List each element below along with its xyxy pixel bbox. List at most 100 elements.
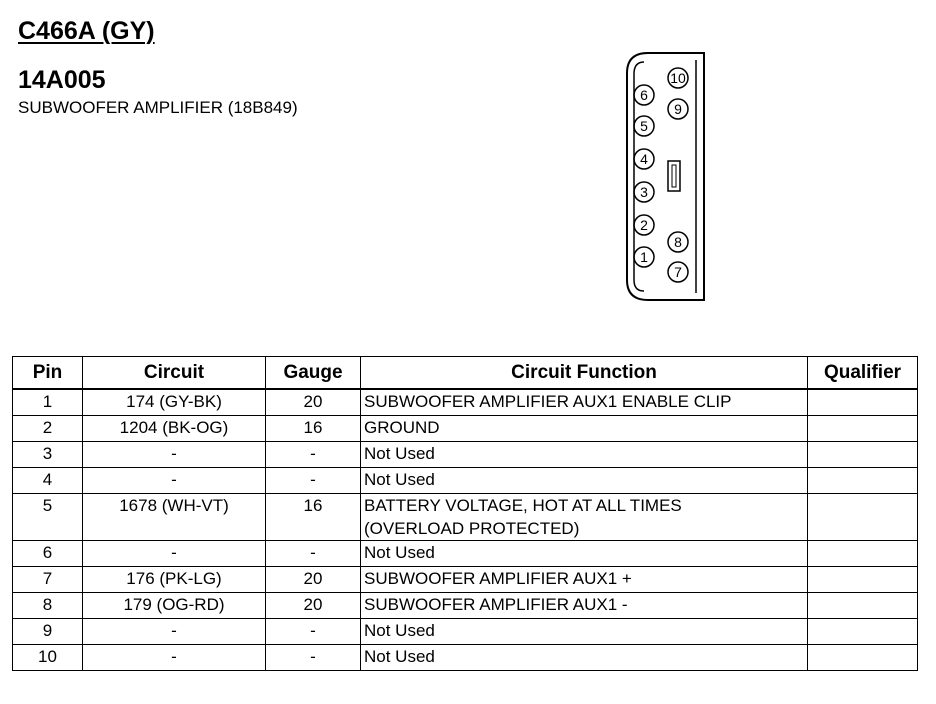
table-row: 4 - - Not Used [12,467,918,494]
function-line: Not Used [364,647,435,666]
cell-qualifier [807,566,918,593]
cell-circuit: - [82,467,266,494]
connector-pin-4: 4 [633,148,655,170]
table-row: 10 - - Not Used [12,644,918,671]
cell-pin: 8 [12,592,83,619]
table-row: 6 - - Not Used [12,540,918,567]
cell-gauge: - [265,441,361,468]
pin-label-1: 1 [640,249,648,265]
function-line: BATTERY VOLTAGE, HOT AT ALL TIMES [364,496,682,515]
connector-id-title: C466A (GY) [18,17,155,45]
cell-pin: 9 [12,618,83,645]
pin-label-3: 3 [640,184,648,200]
column-header-circuit: Circuit [82,356,266,390]
cell-circuit-function: SUBWOOFER AMPLIFIER AUX1 + [360,566,808,593]
cell-qualifier [807,388,918,416]
cell-gauge: - [265,618,361,645]
cell-circuit-function: Not Used [360,644,808,671]
connector-pin-6: 6 [633,84,655,106]
cell-gauge: - [265,644,361,671]
cell-pin: 6 [12,540,83,567]
cell-pin: 7 [12,566,83,593]
cell-circuit-function: Not Used [360,441,808,468]
column-header-gauge: Gauge [265,356,361,390]
cell-circuit: 174 (GY-BK) [82,388,266,416]
table-row: 7 176 (PK-LG) 20 SUBWOOFER AMPLIFIER AUX… [12,566,918,593]
pin-label-2: 2 [640,217,648,233]
cell-qualifier [807,467,918,494]
connector-pin-5: 5 [633,115,655,137]
cell-qualifier [807,644,918,671]
cell-gauge: 16 [265,415,361,442]
cell-circuit-function: SUBWOOFER AMPLIFIER AUX1 - [360,592,808,619]
pin-label-9: 9 [674,101,682,117]
function-line: GROUND [364,418,440,437]
pin-label-4: 4 [640,151,648,167]
table-header-row: Pin Circuit Gauge Circuit Function Quali… [12,356,918,390]
cell-circuit: - [82,441,266,468]
cell-pin: 4 [12,467,83,494]
cell-circuit: 1678 (WH-VT) [82,493,266,541]
connector-pin-8: 8 [667,231,689,253]
part-number: 14A005 [18,66,106,94]
cell-circuit-function: BATTERY VOLTAGE, HOT AT ALL TIMES (OVERL… [360,493,808,541]
cell-circuit-function: Not Used [360,540,808,567]
function-line: Not Used [364,621,435,640]
connector-pin-3: 3 [633,181,655,203]
table-row: 2 1204 (BK-OG) 16 GROUND [12,415,918,442]
cell-gauge: 16 [265,493,361,541]
connector-pin-1: 1 [633,246,655,268]
cell-gauge: 20 [265,566,361,593]
cell-gauge: 20 [265,592,361,619]
cell-pin: 10 [12,644,83,671]
column-header-qualifier: Qualifier [807,356,918,390]
table-row: 3 - - Not Used [12,441,918,468]
cell-circuit-function: Not Used [360,467,808,494]
cell-pin: 5 [12,493,83,541]
cell-pin: 2 [12,415,83,442]
cell-qualifier [807,618,918,645]
cell-circuit-function: SUBWOOFER AMPLIFIER AUX1 ENABLE CLIP [360,388,808,416]
function-line: Not Used [364,470,435,489]
cell-gauge: 20 [265,388,361,416]
cell-qualifier [807,592,918,619]
cell-qualifier [807,493,918,541]
connector-housing-inner-wall [633,61,645,292]
connector-face-diagram: 1 2 3 4 5 6 7 8 9 10 [626,52,705,301]
cell-gauge: - [265,467,361,494]
connector-housing-outline [626,52,705,301]
pin-label-5: 5 [640,118,648,134]
cell-qualifier [807,441,918,468]
cell-circuit: - [82,644,266,671]
function-line: (OVERLOAD PROTECTED) [364,519,580,538]
pin-label-7: 7 [674,264,682,280]
connector-pin-9: 9 [667,98,689,120]
cell-gauge: - [265,540,361,567]
table-row: 5 1678 (WH-VT) 16 BATTERY VOLTAGE, HOT A… [12,493,918,541]
cell-circuit: 176 (PK-LG) [82,566,266,593]
cell-circuit: 1204 (BK-OG) [82,415,266,442]
table-row: 1 174 (GY-BK) 20 SUBWOOFER AMPLIFIER AUX… [12,388,918,416]
cell-pin: 3 [12,441,83,468]
cell-circuit-function: Not Used [360,618,808,645]
connector-locking-tab [667,160,681,192]
table-row: 8 179 (OG-RD) 20 SUBWOOFER AMPLIFIER AUX… [12,592,918,619]
function-line: SUBWOOFER AMPLIFIER AUX1 + [364,569,632,588]
function-line: Not Used [364,444,435,463]
column-header-circuit-function: Circuit Function [360,356,808,390]
cell-circuit: - [82,618,266,645]
cell-qualifier [807,540,918,567]
component-description: SUBWOOFER AMPLIFIER (18B849) [18,98,298,117]
pin-label-10: 10 [670,70,686,86]
pinout-table: Pin Circuit Gauge Circuit Function Quali… [12,356,918,671]
cell-circuit: - [82,540,266,567]
connector-pin-2: 2 [633,214,655,236]
connector-locking-tab-inner [671,164,677,188]
cell-circuit: 179 (OG-RD) [82,592,266,619]
cell-pin: 1 [12,388,83,416]
cell-circuit-function: GROUND [360,415,808,442]
pin-label-6: 6 [640,87,648,103]
function-line: SUBWOOFER AMPLIFIER AUX1 - [364,595,628,614]
connector-pin-7: 7 [667,261,689,283]
pin-label-8: 8 [674,234,682,250]
